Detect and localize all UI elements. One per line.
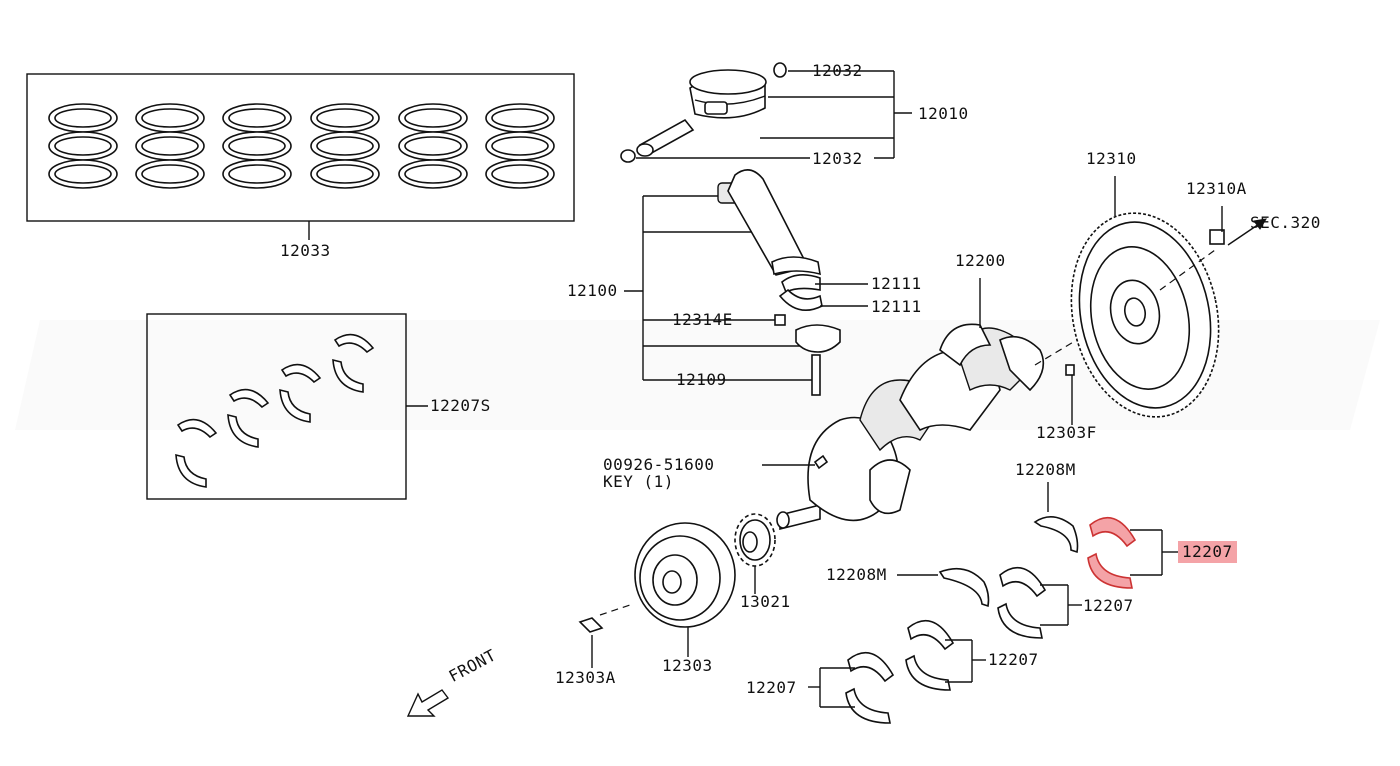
label-12303A[interactable]: 12303A	[555, 668, 616, 687]
ring-set-5	[398, 103, 468, 189]
piston-ring-box	[26, 73, 575, 222]
label-12207-4[interactable]: 12207	[746, 678, 797, 697]
watermark-shape	[15, 320, 1380, 430]
piston-assy[interactable]	[620, 62, 787, 163]
pilot-bushing[interactable]	[1065, 364, 1075, 425]
main-bearing-2[interactable]	[997, 566, 1047, 639]
label-12208M-lower[interactable]: 12208M	[826, 565, 887, 584]
flywheel-bolt[interactable]	[1209, 206, 1225, 245]
label-12207-2[interactable]: 12207	[1083, 596, 1134, 615]
label-sec-320[interactable]: SEC.320	[1250, 213, 1321, 232]
label-12207S[interactable]: 12207S	[430, 396, 491, 415]
label-key: KEY (1)	[603, 472, 674, 491]
label-12032-top[interactable]: 12032	[812, 61, 863, 80]
thrust-washer-upper[interactable]	[1033, 482, 1079, 554]
label-13021[interactable]: 13021	[740, 592, 791, 611]
main-bearing-highlighted[interactable]	[1087, 516, 1137, 589]
label-12111-upper[interactable]: 12111	[871, 274, 922, 293]
crank-sprocket[interactable]	[734, 513, 776, 594]
crankshaft[interactable]	[776, 323, 1045, 531]
pulley-bolt[interactable]	[578, 604, 631, 668]
piston-leaders	[636, 70, 912, 159]
ring-set-3	[222, 103, 292, 189]
ring-set-1	[48, 103, 118, 189]
front-arrow-icon	[406, 689, 450, 717]
label-12314E[interactable]: 12314E	[672, 310, 733, 329]
label-12032-bottom[interactable]: 12032	[812, 149, 863, 168]
label-12109[interactable]: 12109	[676, 370, 727, 389]
label-12207-3[interactable]: 12207	[988, 650, 1039, 669]
ring-set-4	[310, 103, 380, 189]
crank-pulley[interactable]	[634, 522, 736, 657]
label-12208M-upper[interactable]: 12208M	[1015, 460, 1076, 479]
ring-set-6	[485, 103, 555, 189]
label-12100[interactable]: 12100	[567, 281, 618, 300]
label-12111-lower[interactable]: 12111	[871, 297, 922, 316]
label-12207-highlighted[interactable]: 12207	[1178, 541, 1237, 563]
label-12303[interactable]: 12303	[662, 656, 713, 675]
conrod-leaders	[624, 195, 868, 381]
bearing-set-shells[interactable]	[175, 333, 375, 488]
thrust-washer-lower[interactable]	[897, 567, 990, 608]
label-12310A[interactable]: 12310A	[1186, 179, 1247, 198]
label-12033[interactable]: 12033	[280, 241, 331, 260]
connecting-rod-assy[interactable]	[717, 169, 841, 396]
label-12200[interactable]: 12200	[955, 251, 1006, 270]
label-key-part-number[interactable]: 00926-51600	[603, 455, 715, 474]
label-12303F[interactable]: 12303F	[1036, 423, 1097, 442]
main-bearing-4[interactable]	[845, 651, 895, 724]
piston-ring-group[interactable]	[48, 103, 555, 189]
main-bearing-3[interactable]	[905, 619, 955, 691]
label-12310[interactable]: 12310	[1086, 149, 1137, 168]
flywheel[interactable]	[1053, 199, 1237, 430]
woodruff-key[interactable]	[762, 454, 829, 470]
ring-set-2	[135, 103, 205, 189]
sec-arrow-icon	[1227, 218, 1267, 246]
label-12010[interactable]: 12010	[918, 104, 969, 123]
